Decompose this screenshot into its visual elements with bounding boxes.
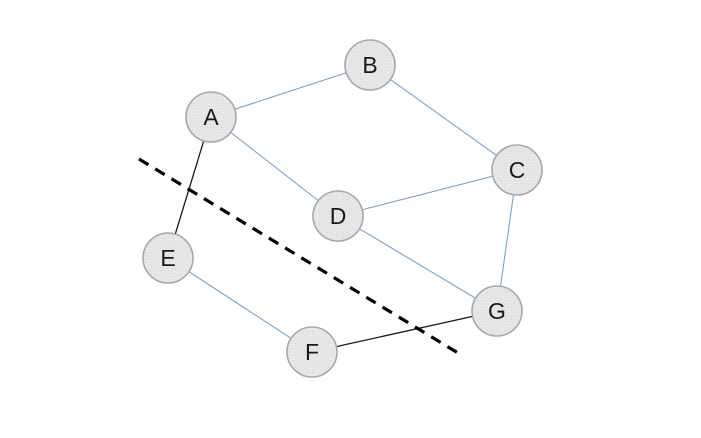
node-B[interactable]: B <box>344 39 396 91</box>
node-D[interactable]: D <box>312 190 364 242</box>
node-A[interactable]: A <box>185 91 237 143</box>
node-circle-C[interactable] <box>491 144 543 196</box>
node-label-E: E <box>160 245 175 271</box>
edge-D-C <box>337 169 518 217</box>
edge-E-F <box>167 257 313 353</box>
node-label-G: G <box>488 298 506 324</box>
node-E[interactable]: E <box>142 232 194 284</box>
node-circle-B[interactable] <box>344 39 396 91</box>
node-label-B: B <box>362 52 377 78</box>
node-circle-F[interactable] <box>286 326 338 378</box>
node-circle-E[interactable] <box>142 232 194 284</box>
edge-D-G <box>337 215 498 312</box>
node-label-F: F <box>305 339 319 365</box>
nodes-layer: A B C D E F G <box>142 39 543 378</box>
node-label-C: C <box>509 157 526 183</box>
node-label-A: A <box>203 104 219 130</box>
edge-B-C <box>369 64 518 171</box>
edge-A-D <box>210 116 339 217</box>
edge-A-B <box>210 64 371 118</box>
node-circle-G[interactable] <box>471 285 523 337</box>
edge-F-G <box>311 310 498 353</box>
node-label-D: D <box>330 203 347 229</box>
cut-line-layer <box>138 157 459 355</box>
node-F[interactable]: F <box>286 326 338 378</box>
dashed-cut-line <box>138 157 459 355</box>
node-circle-A[interactable] <box>185 91 237 143</box>
node-G[interactable]: G <box>471 285 523 337</box>
node-C[interactable]: C <box>491 144 543 196</box>
node-circle-D[interactable] <box>312 190 364 242</box>
